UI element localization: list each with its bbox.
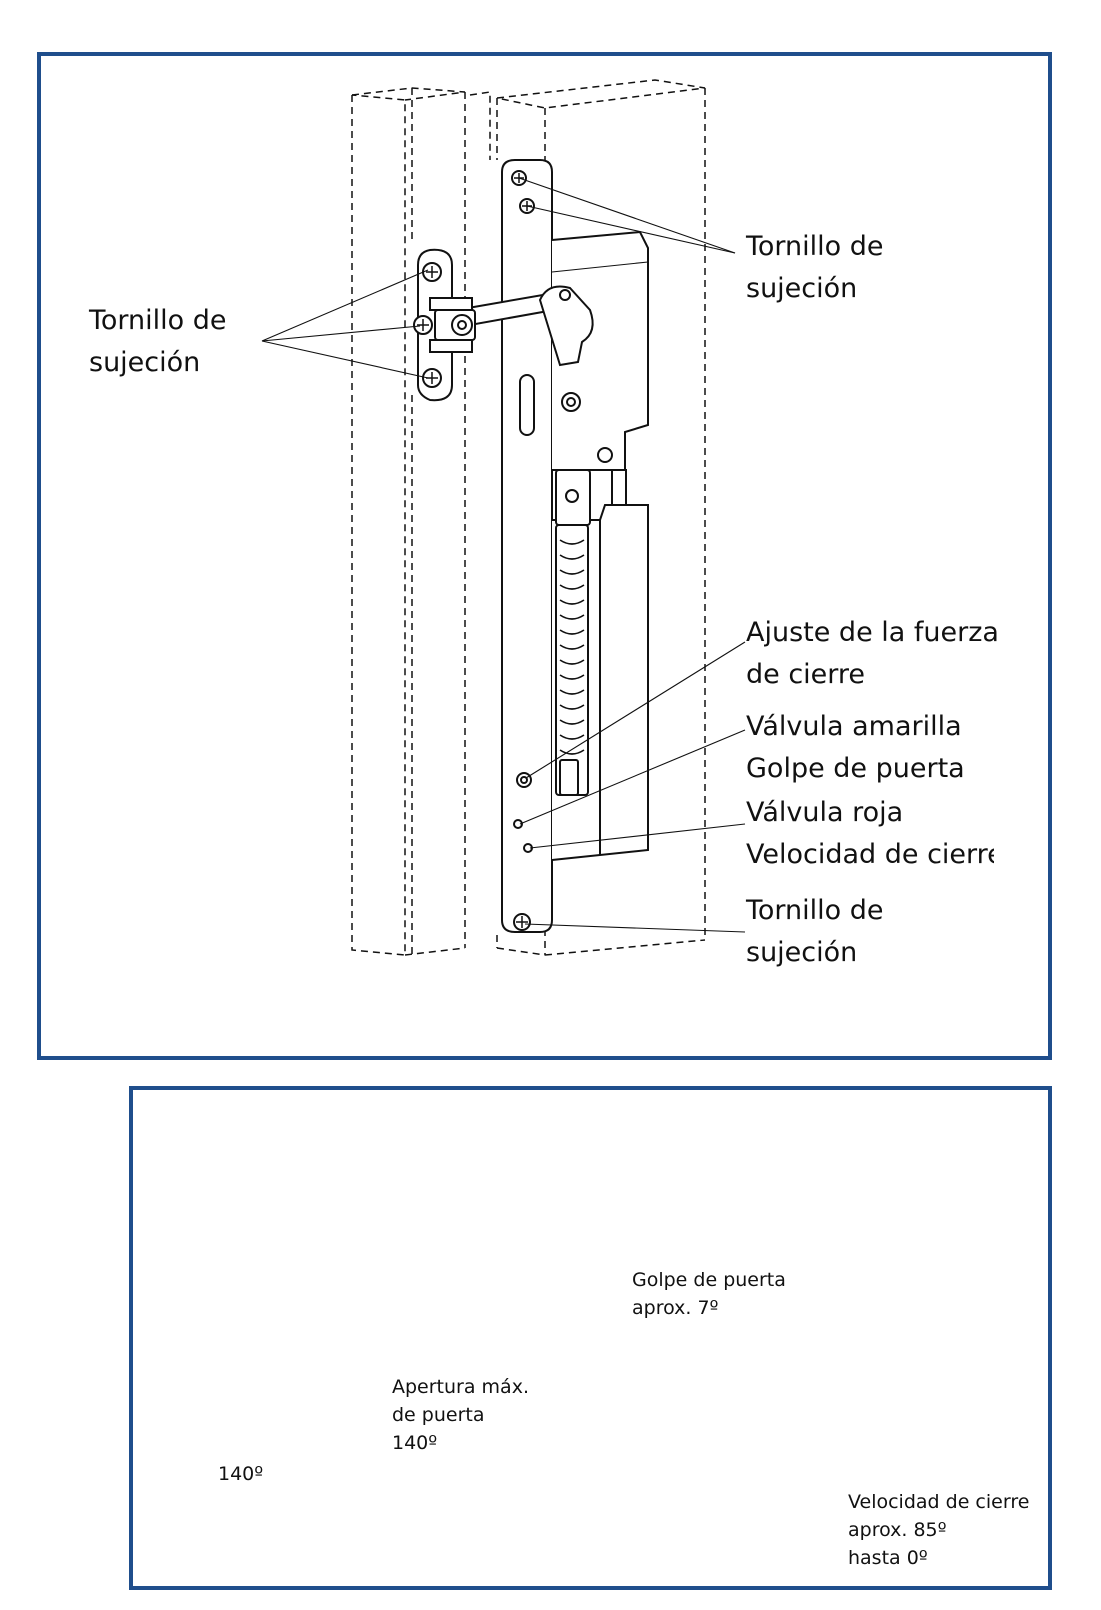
label-red-valve: Válvula roja Velocidad de cierre [746,792,994,876]
label-line: Golpe de puerta [632,1269,786,1291]
label-line: Apertura máx. [392,1376,529,1398]
label-line: sujeción [746,937,858,968]
label-angle-140: 140º [218,1463,264,1485]
label-line: Velocidad de cierre [746,839,994,870]
label-door-slam: Golpe de puerta aprox. 7º [632,1266,786,1322]
label-line: sujeción [89,347,201,378]
label-line: de cierre [746,659,866,690]
label-line: Golpe de puerta [746,753,965,784]
label-line: Tornillo de [746,231,884,262]
label-line: aprox. 85º [848,1519,947,1541]
label-line: Tornillo de [746,895,884,926]
closer-mechanism [413,159,649,933]
label-line: Tornillo de [89,305,227,336]
label-closing-force: Ajuste de la fuerza de cierre [746,612,999,696]
label-screw-top: Tornillo de sujeción [746,226,884,310]
label-line: Válvula roja [746,797,904,828]
label-line: de puerta [392,1404,485,1426]
label-screw-bottom: Tornillo de sujeción [746,890,884,974]
label-yellow-valve: Válvula amarilla Golpe de puerta [746,706,965,790]
label-line: Velocidad de cierre [848,1491,1030,1513]
label-line: sujeción [746,273,858,304]
label-closing-speed: Velocidad de cierre aprox. 85º hasta 0º [848,1488,1029,1572]
label-screw-bracket: Tornillo de sujeción [89,300,227,384]
label-max-opening: Apertura máx. de puerta 140º [392,1373,529,1457]
label-line: hasta 0º [848,1547,928,1569]
label-line: Ajuste de la fuerza [746,617,999,648]
door-swing-panel [129,1086,1052,1590]
label-line: 140º [392,1432,438,1454]
label-line: aprox. 7º [632,1297,719,1319]
label-line: Válvula amarilla [746,711,962,742]
leader-lines-top [261,177,746,933]
